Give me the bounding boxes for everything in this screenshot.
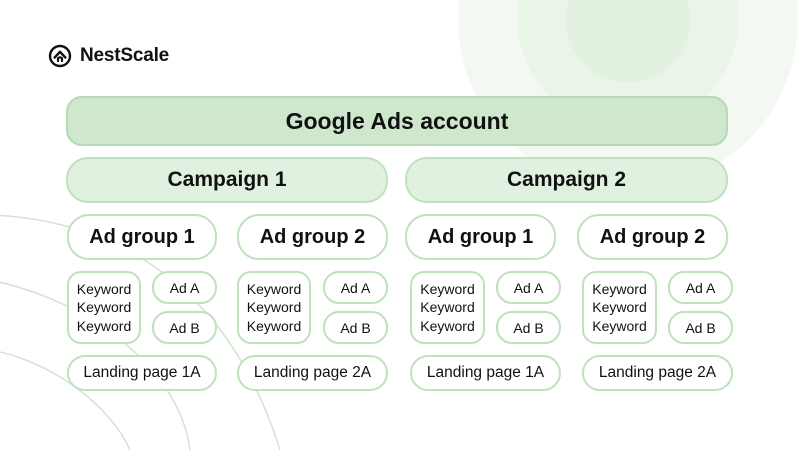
campaign-1-ad-group-2-ad-a: Ad A [323,271,388,304]
campaign-2-ad-group-2-ad-b: Ad B [668,311,733,344]
campaign-1-ad-group-2-ad-b: Ad B [323,311,388,344]
campaign-2-node: Campaign 2 [405,157,728,203]
campaign-2-ad-group-2-ad-a: Ad A [668,271,733,304]
campaign-1-ad-group-2-landing-page: Landing page 2A [237,355,388,391]
campaign-1-ad-group-1-landing-page: Landing page 1A [67,355,217,391]
nestscale-logo-icon [48,44,72,68]
campaign-1-node: Campaign 1 [66,157,388,203]
keyword-label: Keyword [76,317,132,334]
keyword-label: Keyword [246,280,302,297]
campaign-1-ad-group-2-node: Ad group 2 [237,214,388,260]
brand-logo: NestScale [48,44,169,68]
campaign-1-ad-group-2-keywords: Keyword Keyword Keyword [237,271,311,344]
campaign-2-ad-group-1-ad-b: Ad B [496,311,561,344]
keyword-label: Keyword [592,299,647,316]
keyword-label: Keyword [420,299,475,316]
campaign-2-ad-group-2-landing-page: Landing page 2A [582,355,733,391]
campaign-1-ad-group-1-ad-b: Ad B [152,311,217,344]
campaign-1-ad-group-1-ad-a: Ad A [152,271,217,304]
google-ads-account-node: Google Ads account [66,96,728,146]
keyword-label: Keyword [592,317,647,334]
keyword-label: Keyword [76,299,132,316]
campaign-2-ad-group-1-keywords: Keyword Keyword Keyword [410,271,485,344]
keyword-label: Keyword [420,317,475,334]
campaign-1-ad-group-1-node: Ad group 1 [67,214,217,260]
keyword-label: Keyword [246,299,302,316]
campaign-2-ad-group-1-ad-a: Ad A [496,271,561,304]
campaign-1-ad-group-1-keywords: Keyword Keyword Keyword [67,271,141,344]
campaign-2-ad-group-2-node: Ad group 2 [577,214,728,260]
brand-name: NestScale [80,45,170,66]
campaign-2-ad-group-1-landing-page: Landing page 1A [410,355,561,391]
campaign-2-ad-group-1-node: Ad group 1 [405,214,556,260]
campaign-2-ad-group-2-keywords: Keyword Keyword Keyword [582,271,657,344]
keyword-label: Keyword [420,280,475,297]
keyword-label: Keyword [592,280,647,297]
keyword-label: Keyword [246,317,302,334]
keyword-label: Keyword [76,280,132,297]
